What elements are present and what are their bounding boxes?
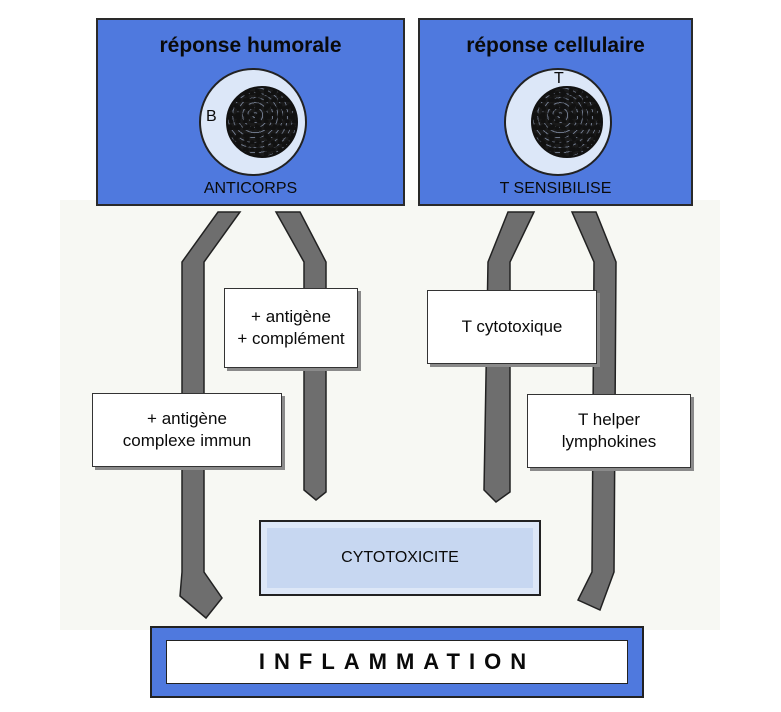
humoral-title: réponse humorale (159, 34, 342, 57)
t-cytotoxic-box: T cytotoxique (427, 290, 597, 364)
cellular-title: réponse cellulaire (466, 34, 645, 57)
immune-complex-line: complexe immun (122, 431, 252, 450)
antigen-line: + antigène (147, 409, 227, 428)
inflammation-label: INFLAMMATION (166, 640, 628, 684)
humoral-response-panel: réponse humorale B ANTICORPS (96, 18, 405, 206)
antibody-label: ANTICORPS (203, 180, 298, 197)
cytotoxicity-label: CYTOTOXICITE (341, 549, 459, 566)
b-cell (199, 68, 307, 176)
t-cell-label: T (554, 70, 564, 87)
b-cell-nucleus (226, 86, 298, 158)
immune-complex-box: + antigène complexe immun (92, 393, 282, 467)
t-helper-line: T helper (577, 410, 641, 429)
lymphokines-line: lymphokines (561, 432, 657, 451)
b-cell-label: B (206, 108, 217, 125)
cytotoxicity-box: CYTOTOXICITE (259, 520, 541, 596)
cellular-response-panel: réponse cellulaire T T SENSIBILISE (418, 18, 693, 206)
antigen-line: + antigène (251, 307, 331, 326)
antigen-complement-box: + antigène + complément (224, 288, 358, 368)
t-cytotoxic-label: T cytotoxique (461, 317, 563, 336)
t-sensitized-label: T SENSIBILISE (499, 180, 612, 197)
t-cell-nucleus (531, 86, 603, 158)
complement-line: + complément (237, 329, 345, 348)
inflammation-panel: INFLAMMATION (150, 626, 644, 698)
t-helper-box: T helper lymphokines (527, 394, 691, 468)
t-cell (504, 68, 612, 176)
